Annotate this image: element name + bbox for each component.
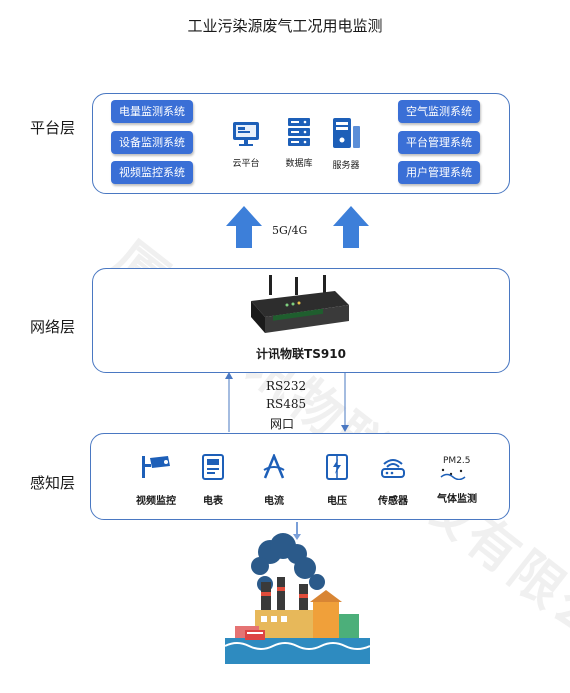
sensor-gas: PM2.5 气体监测	[425, 452, 489, 505]
system-equipment-monitoring[interactable]: 设备监测系统	[111, 131, 193, 154]
system-power-monitoring[interactable]: 电量监测系统	[111, 100, 193, 123]
platform-panel: 电量监测系统 设备监测系统 视频监控系统 空气监测系统 平台管理系统 用户管理系…	[92, 93, 510, 194]
sensor-current: 电流	[242, 452, 306, 507]
network-layer-label: 网络层	[30, 318, 76, 336]
sensor-voltage: 电压	[305, 454, 369, 507]
interface-rs232: RS232	[266, 379, 307, 393]
database: 数据库	[274, 116, 324, 169]
cloud-platform: 云平台	[221, 120, 271, 169]
factory-illustration	[225, 522, 370, 664]
database-icon	[288, 118, 310, 146]
monitor-icon	[233, 122, 259, 146]
network-panel: 计讯物联TS910	[92, 268, 510, 373]
interface-ethernet: 网口	[270, 417, 295, 431]
sensor-icon	[381, 459, 405, 478]
perception-layer-label: 感知层	[30, 474, 76, 492]
system-platform-management[interactable]: 平台管理系统	[398, 131, 480, 154]
downlink-thin-arrow-icon	[341, 372, 349, 432]
meter-icon	[202, 454, 224, 480]
router-device-icon	[251, 275, 349, 333]
system-air-monitoring[interactable]: 空气监测系统	[398, 100, 480, 123]
uplink-arrow-right-icon	[333, 206, 369, 248]
pm25-icon: PM2.5	[440, 456, 471, 481]
platform-layer-label: 平台层	[30, 119, 76, 137]
svg-text:PM2.5: PM2.5	[443, 456, 471, 466]
interface-rs485: RS485	[266, 397, 307, 411]
network-protocol-label: 5G/4G	[272, 224, 308, 237]
perception-panel: 视频监控 电表 电流 电压 传感器	[90, 433, 510, 520]
sensor-video: 视频监控	[124, 454, 188, 507]
uplink-thin-arrow-icon	[225, 372, 233, 432]
system-video-surveillance[interactable]: 视频监控系统	[111, 161, 193, 184]
uplink-arrow-left-icon	[226, 206, 262, 248]
device-name: 计讯物联TS910	[256, 347, 346, 361]
current-icon	[263, 452, 285, 479]
camera-icon	[142, 456, 170, 478]
sensor-meter: 电表	[181, 454, 245, 507]
diagram-title: 工业污染源废气工况用电监测	[187, 17, 383, 35]
sensor-generic: 传感器	[361, 454, 425, 507]
system-user-management[interactable]: 用户管理系统	[398, 161, 480, 184]
voltage-icon	[326, 454, 348, 480]
server: 服务器	[321, 116, 371, 171]
server-icon	[333, 118, 360, 148]
